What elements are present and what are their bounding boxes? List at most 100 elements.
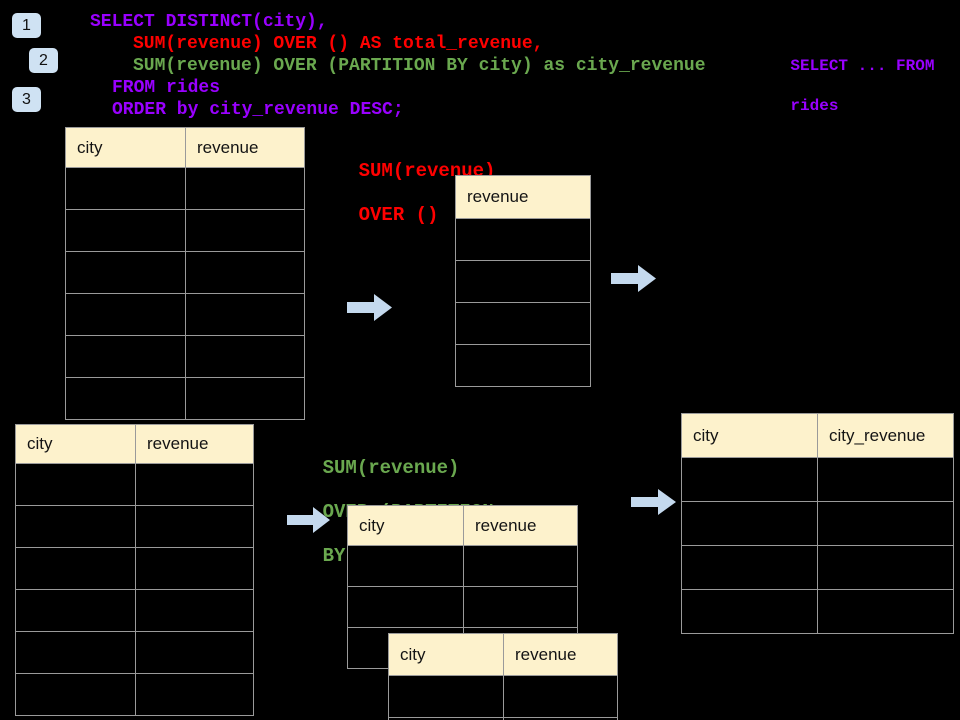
table-row: [455, 302, 591, 345]
table-row: [347, 545, 578, 587]
table-row: [15, 463, 254, 506]
table-cell: [455, 218, 591, 261]
table-cell: [185, 293, 305, 336]
table-cell: [681, 501, 818, 546]
table-cell: [135, 547, 254, 590]
sql-line-order: ORDER by city_revenue DESC;: [112, 100, 404, 120]
table-cell: [65, 167, 186, 210]
table-row: [15, 547, 254, 590]
right-arrow-icon: [347, 294, 392, 321]
table-row: [65, 251, 305, 294]
table-row: [347, 586, 578, 628]
sql-line-total: SUM(revenue) OVER () AS total_revenue,: [133, 34, 544, 54]
column-header: revenue: [185, 127, 305, 168]
step-badge-1: 1: [12, 13, 41, 38]
table-row: [65, 167, 305, 210]
table-cell: [15, 463, 136, 506]
table-cell: [15, 589, 136, 632]
column-header: revenue: [463, 505, 578, 546]
table-cell: [185, 251, 305, 294]
table-cell: [463, 545, 578, 587]
table-cell: [817, 589, 954, 634]
table-cell: [65, 377, 186, 420]
table-cell: [681, 545, 818, 590]
table-row: [65, 335, 305, 378]
table-rides-top: city revenue: [65, 127, 305, 420]
table-cell: [15, 631, 136, 674]
table-cell: [185, 377, 305, 420]
side-note-line1: SELECT ... FROM: [790, 57, 935, 75]
table-cell: [15, 673, 136, 716]
table-cell: [455, 302, 591, 345]
table-partition-output: city revenue: [388, 633, 618, 720]
step-badge-2: 2: [29, 48, 58, 73]
table-cell: [817, 545, 954, 590]
column-header: city: [65, 127, 186, 168]
table-row: [681, 501, 954, 546]
table-row: [15, 673, 254, 716]
table-header-row: revenue: [455, 175, 591, 219]
table-cell: [65, 251, 186, 294]
table-rides-bottom: city revenue: [15, 424, 254, 716]
column-header: revenue: [503, 633, 618, 676]
sql-line-from: FROM rides: [112, 78, 221, 98]
table-cell: [65, 209, 186, 252]
table-cell: [135, 463, 254, 506]
table-cell: [65, 293, 186, 336]
table-cell: [455, 344, 591, 387]
table-cell: [503, 717, 618, 720]
table-cell: [135, 631, 254, 674]
table-cell: [681, 457, 818, 502]
column-header: city: [681, 413, 818, 458]
sql-line-select: SELECT DISTINCT(city),: [90, 12, 328, 32]
table-total-revenue: revenue: [455, 175, 591, 387]
step-badge-3: 3: [12, 87, 41, 112]
table-header-row: city city_revenue: [681, 413, 954, 458]
table-row: [681, 589, 954, 634]
side-note-select-from: SELECT ... FROM rides: [752, 36, 934, 136]
right-arrow-icon: [287, 507, 330, 533]
right-arrow-icon: [611, 265, 656, 292]
table-row: [455, 344, 591, 387]
table-row: [65, 293, 305, 336]
table-row: [15, 505, 254, 548]
sql-line-partition: SUM(revenue) OVER (PARTITION BY city) as…: [133, 56, 706, 76]
table-cell: [817, 501, 954, 546]
table-cell: [185, 335, 305, 378]
table-row: [65, 209, 305, 252]
table-cell: [503, 675, 618, 718]
table-cell: [135, 505, 254, 548]
table-header-row: city revenue: [15, 424, 254, 464]
table-cell: [463, 586, 578, 628]
table-cell: [15, 547, 136, 590]
table-cell: [455, 260, 591, 303]
right-arrow-icon: [631, 489, 676, 515]
table-cell: [135, 673, 254, 716]
column-header: city: [347, 505, 464, 546]
table-row: [681, 545, 954, 590]
column-header: revenue: [455, 175, 591, 219]
column-header: revenue: [135, 424, 254, 464]
table-row: [65, 377, 305, 420]
label-total-line2: OVER (): [358, 204, 439, 226]
table-cell: [135, 589, 254, 632]
table-cell: [347, 586, 464, 628]
column-header: city: [388, 633, 504, 676]
table-city-revenue-result: city city_revenue: [681, 413, 954, 634]
side-note-line2: rides: [790, 97, 839, 115]
table-row: [15, 589, 254, 632]
table-header-row: city revenue: [388, 633, 618, 676]
table-cell: [388, 675, 504, 718]
table-cell: [185, 167, 305, 210]
table-row: [388, 717, 618, 720]
table-cell: [817, 457, 954, 502]
table-row: [15, 631, 254, 674]
table-cell: [681, 589, 818, 634]
table-cell: [185, 209, 305, 252]
table-cell: [15, 505, 136, 548]
table-row: [455, 260, 591, 303]
column-header: city_revenue: [817, 413, 954, 458]
table-cell: [65, 335, 186, 378]
label-partition-line1: SUM(revenue): [322, 457, 460, 479]
